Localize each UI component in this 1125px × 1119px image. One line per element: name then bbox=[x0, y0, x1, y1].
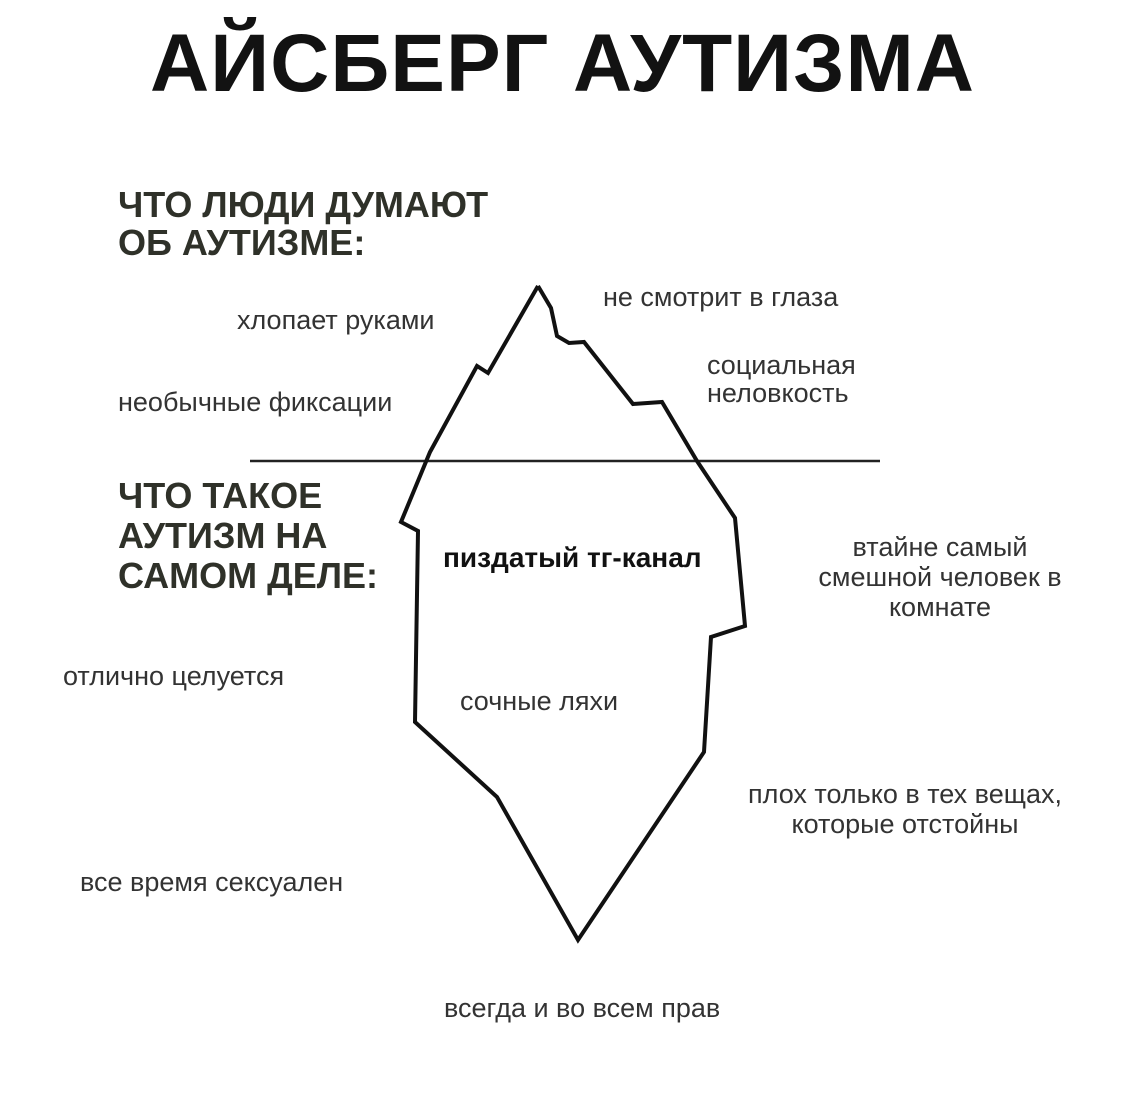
label-always-right: всегда и во всем прав bbox=[444, 993, 721, 1023]
heading-what-autism-really-is: ЧТО ТАКОЕ АУТИЗМ НА САМОМ ДЕЛЕ: bbox=[118, 476, 378, 596]
label-bad-only-at: плох только в тех вещах, которые отстойн… bbox=[715, 779, 1095, 839]
label-line: плох только в тех вещах, bbox=[748, 779, 1062, 809]
label-line: втайне самый bbox=[852, 532, 1028, 562]
label-social-awkwardness: социальная неловкость bbox=[707, 351, 856, 407]
page-title: АЙСБЕРГ АУТИЗМА bbox=[150, 18, 975, 109]
heading-line: ЧТО ТАКОЕ bbox=[118, 475, 323, 516]
heading-what-people-think: ЧТО ЛЮДИ ДУМАЮТ ОБ АУТИЗМЕ: bbox=[118, 186, 488, 262]
heading-line: ОБ АУТИЗМЕ: bbox=[118, 222, 366, 263]
label-line: неловкость bbox=[707, 378, 849, 408]
label-always-sexy: все время сексуален bbox=[80, 867, 344, 897]
label-line: социальная bbox=[707, 350, 856, 380]
label-no-eye-contact: не смотрит в глаза bbox=[603, 282, 839, 312]
iceberg-outline bbox=[398, 284, 748, 944]
label-flaps-hands: хлопает руками bbox=[237, 305, 435, 335]
label-kisses-great: отлично целуется bbox=[63, 661, 285, 691]
label-juicy-thighs: сочные ляхи bbox=[460, 686, 619, 716]
label-line: комнате bbox=[888, 592, 992, 622]
label-unusual-fixations: необычные фиксации bbox=[118, 387, 393, 417]
label-secretly-funniest: втайне самый смешной человек в комнате bbox=[790, 532, 1090, 622]
heading-line: САМОМ ДЕЛЕ: bbox=[118, 555, 378, 596]
label-tg-channel: пиздатый тг-канал bbox=[438, 540, 707, 576]
heading-line: ЧТО ЛЮДИ ДУМАЮТ bbox=[118, 184, 489, 225]
label-line: смешной человек в bbox=[818, 562, 1062, 592]
heading-line: АУТИЗМ НА bbox=[118, 515, 328, 556]
label-line: которые отстойны bbox=[791, 809, 1019, 839]
